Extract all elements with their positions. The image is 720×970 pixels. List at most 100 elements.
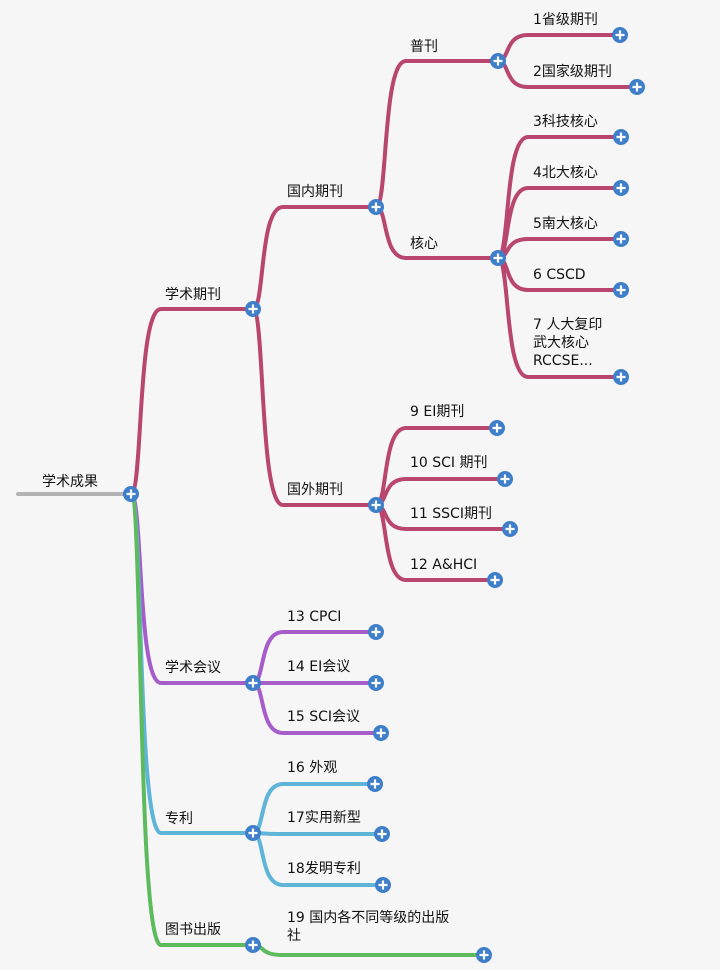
expand-button-domestic[interactable] (368, 199, 384, 215)
node-label-books[interactable]: 图书出版 (165, 922, 221, 938)
link-books (129, 492, 255, 947)
expand-button-general[interactable] (490, 53, 506, 69)
plus-icon (632, 82, 642, 92)
expand-button-conferences[interactable] (245, 675, 261, 691)
node-label-foreign[interactable]: 国外期刊 (287, 482, 343, 498)
node-label-n11[interactable]: 11 SSCI期刊 (410, 506, 492, 522)
node-label-n15[interactable]: 15 SCI会议 (287, 709, 360, 725)
expand-button-n16[interactable] (367, 776, 383, 792)
node-label-line: 专利 (165, 811, 193, 827)
node-label-n18[interactable]: 18发明专利 (287, 861, 361, 877)
expand-button-n5[interactable] (613, 231, 629, 247)
node-label-line: 10 SCI 期刊 (410, 455, 488, 471)
node-label-line: 7 人大复印 (533, 316, 602, 333)
plus-icon (371, 627, 381, 637)
plus-icon (500, 474, 510, 484)
expand-button-n10[interactable] (497, 471, 513, 487)
plus-icon (493, 253, 503, 263)
node-label-line: 国外期刊 (287, 482, 343, 498)
node-label-line: 1省级期刊 (533, 12, 598, 28)
node-label-line: 2国家级期刊 (533, 63, 612, 80)
expand-button-n2[interactable] (629, 79, 645, 95)
expand-button-n7[interactable] (613, 369, 629, 385)
node-label-n12[interactable]: 12 A&HCI (410, 557, 477, 573)
expand-button-n3[interactable] (613, 129, 629, 145)
expand-button-n18[interactable] (375, 877, 391, 893)
expand-button-books[interactable] (245, 937, 261, 953)
expand-button-n6[interactable] (613, 282, 629, 298)
plus-icon (492, 423, 502, 433)
node-label-n17[interactable]: 17实用新型 (287, 810, 361, 826)
node-label-line: 图书出版 (165, 922, 221, 938)
expand-button-n4[interactable] (613, 180, 629, 196)
plus-icon (371, 500, 381, 510)
plus-icon (616, 234, 626, 244)
plus-icon (490, 575, 500, 585)
link-foreign (251, 307, 378, 507)
node-label-n19[interactable]: 19 国内各不同等级的出版社 (287, 909, 449, 944)
node-label-line: 17实用新型 (287, 810, 361, 826)
expand-button-n14[interactable] (368, 675, 384, 691)
link-n18 (251, 831, 385, 887)
expand-button-patents[interactable] (245, 825, 261, 841)
node-label-n13[interactable]: 13 CPCI (287, 609, 341, 625)
node-label-line: 学术成果 (42, 474, 98, 490)
plus-icon (377, 829, 387, 839)
plus-icon (505, 524, 515, 534)
expand-button-n17[interactable] (374, 826, 390, 842)
node-label-n14[interactable]: 14 EI会议 (287, 659, 350, 675)
node-label-line: 16 外观 (287, 760, 337, 776)
expand-button-n12[interactable] (487, 572, 503, 588)
node-label-conferences[interactable]: 学术会议 (165, 660, 221, 676)
expand-buttons (123, 27, 645, 963)
node-label-n10[interactable]: 10 SCI 期刊 (410, 455, 488, 471)
node-label-line: 学术期刊 (165, 287, 221, 303)
node-label-line: 13 CPCI (287, 609, 341, 625)
expand-button-journals[interactable] (245, 301, 261, 317)
expand-button-core[interactable] (490, 250, 506, 266)
link-n13 (251, 630, 378, 685)
expand-button-n11[interactable] (502, 521, 518, 537)
plus-icon (615, 30, 625, 40)
plus-icon (493, 56, 503, 66)
link-conferences (129, 492, 255, 685)
expand-button-foreign[interactable] (368, 497, 384, 513)
node-label-domestic[interactable]: 国内期刊 (287, 184, 343, 200)
node-label-journals[interactable]: 学术期刊 (165, 287, 221, 303)
expand-button-n9[interactable] (489, 420, 505, 436)
expand-button-root[interactable] (123, 486, 139, 502)
node-label-n1[interactable]: 1省级期刊 (533, 12, 598, 28)
node-label-root[interactable]: 学术成果 (42, 474, 98, 490)
node-label-n5[interactable]: 5南大核心 (533, 216, 598, 232)
node-label-n3[interactable]: 3科技核心 (533, 114, 598, 130)
node-label-line: 14 EI会议 (287, 659, 350, 675)
node-label-line: 5南大核心 (533, 216, 598, 232)
node-label-n16[interactable]: 16 外观 (287, 760, 337, 776)
node-label-general[interactable]: 普刊 (410, 39, 438, 55)
node-label-n2[interactable]: 2国家级期刊 (533, 63, 612, 80)
node-label-n4[interactable]: 4北大核心 (533, 165, 598, 181)
plus-icon (616, 285, 626, 295)
node-label-core[interactable]: 核心 (410, 236, 438, 252)
expand-button-n15[interactable] (373, 725, 389, 741)
link-n15 (251, 681, 383, 735)
link-n10 (374, 477, 507, 507)
node-label-line: 社 (287, 928, 301, 944)
node-label-n6[interactable]: 6 CSCD (533, 267, 586, 283)
node-label-line: 18发明专利 (287, 861, 361, 877)
expand-button-n1[interactable] (612, 27, 628, 43)
expand-button-n13[interactable] (368, 624, 384, 640)
node-label-n9[interactable]: 9 EI期刊 (410, 404, 464, 420)
link-journals (129, 307, 255, 496)
node-label-line: 武大核心 (533, 335, 589, 351)
plus-icon (376, 728, 386, 738)
link-n1 (496, 33, 622, 63)
node-label-line: 19 国内各不同等级的出版 (287, 909, 449, 926)
node-label-line: 普刊 (410, 39, 438, 55)
expand-button-n19[interactable] (476, 947, 492, 963)
node-label-patents[interactable]: 专利 (165, 811, 193, 827)
plus-icon (616, 372, 626, 382)
plus-icon (248, 304, 258, 314)
